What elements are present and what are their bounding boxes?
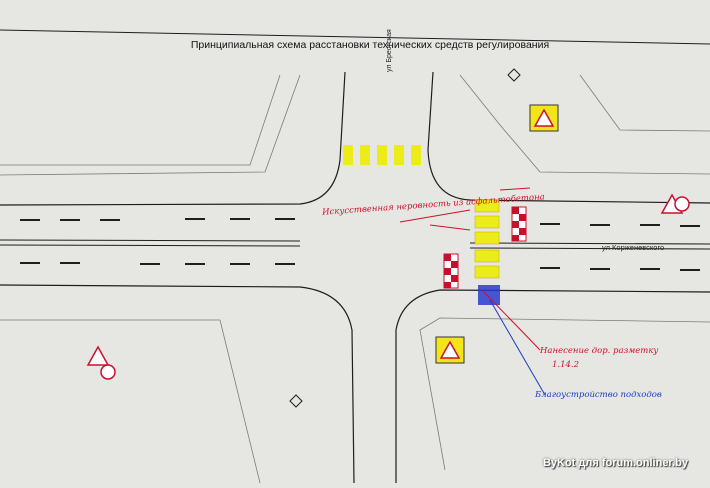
watermark: ByKot для forum.onliner.by [542,457,688,469]
median-line-right-1 [469,242,710,245]
speed-sign-right [660,193,690,214]
frame-line [0,29,710,45]
diamond-signs [289,68,521,408]
median-line-left-1 [0,239,301,242]
improvement-area [478,285,500,305]
road-edge-bottom-left [0,284,355,484]
annotation-marking: Нанесение дор. разметку [540,346,659,356]
lane-dashes [20,218,700,271]
zebra-crossing-right [474,199,500,279]
median-line-left-2 [0,244,301,247]
sign-board-bottom [435,336,465,364]
red-leader-lines [399,187,541,351]
median-line-right-2 [469,247,710,250]
annotation-marking-code: 1.14.2 [552,360,580,370]
zebra-crossing-top [343,145,421,165]
sign-board-top [529,104,559,132]
road-edge-top-right [427,71,710,204]
road-edge-top-left [0,71,346,206]
sidewalk-outlines [0,74,710,484]
street-label-vertical: ул Брестская [386,29,393,72]
speed-sign-left [86,345,116,380]
road-edge-bottom-right [395,289,710,483]
speed-bump-right [511,206,527,242]
street-label-horizontal: ул Корженевского [602,243,665,252]
blue-leader-line [489,299,546,396]
annotation-improvement: Благоустройство подходов [535,390,662,400]
speed-bump-left [443,253,459,289]
scheme-title: Принципиальная схема расстановки техниче… [190,39,550,51]
